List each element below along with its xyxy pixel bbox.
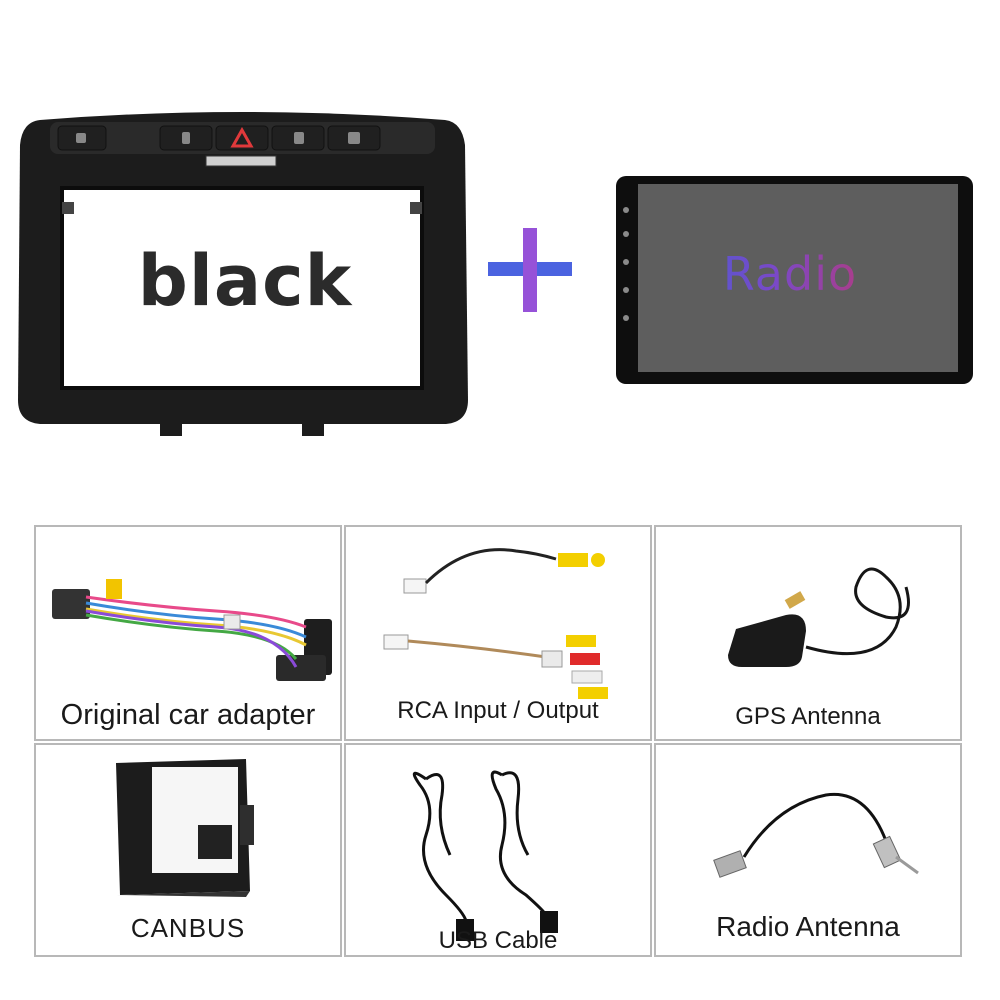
accessory-cell-radio-antenna: Radio Antenna — [654, 743, 962, 957]
dash-frame-image — [18, 112, 468, 436]
gps-antenna-icon — [728, 567, 910, 667]
canbus-box-icon — [116, 759, 254, 897]
usb-cable-icon — [412, 770, 558, 941]
accessory-label: Original car adapter — [60, 699, 316, 731]
accessory-cell-canbus: CANBUS — [34, 743, 342, 957]
accessory-label: CANBUS — [130, 913, 246, 943]
wiring-harness-icon — [52, 579, 332, 681]
accessory-cell-adapter: Original car adapter — [34, 525, 342, 741]
plus-icon — [488, 228, 572, 312]
accessory-label: USB Cable — [438, 927, 558, 954]
accessory-cell-usb: USB Cable — [344, 743, 652, 957]
accessory-grid: Original car adapter RCA Input / Output … — [34, 525, 962, 957]
accessory-cell-rca: RCA Input / Output — [344, 525, 652, 741]
radio-antenna-icon — [713, 792, 919, 878]
button-icons — [76, 126, 360, 148]
accessory-label: Radio Antenna — [716, 911, 900, 942]
radio-screen-image — [616, 176, 973, 384]
frame-color-label: black — [137, 240, 353, 322]
accessory-label: GPS Antenna — [735, 703, 881, 730]
screen-radio-label: Radio — [640, 247, 940, 301]
rca-cable-icon — [383, 548, 608, 699]
accessory-label: RCA Input / Output — [397, 697, 599, 724]
accessory-cell-gps: GPS Antenna — [654, 525, 962, 741]
side-button-icons — [623, 207, 629, 321]
